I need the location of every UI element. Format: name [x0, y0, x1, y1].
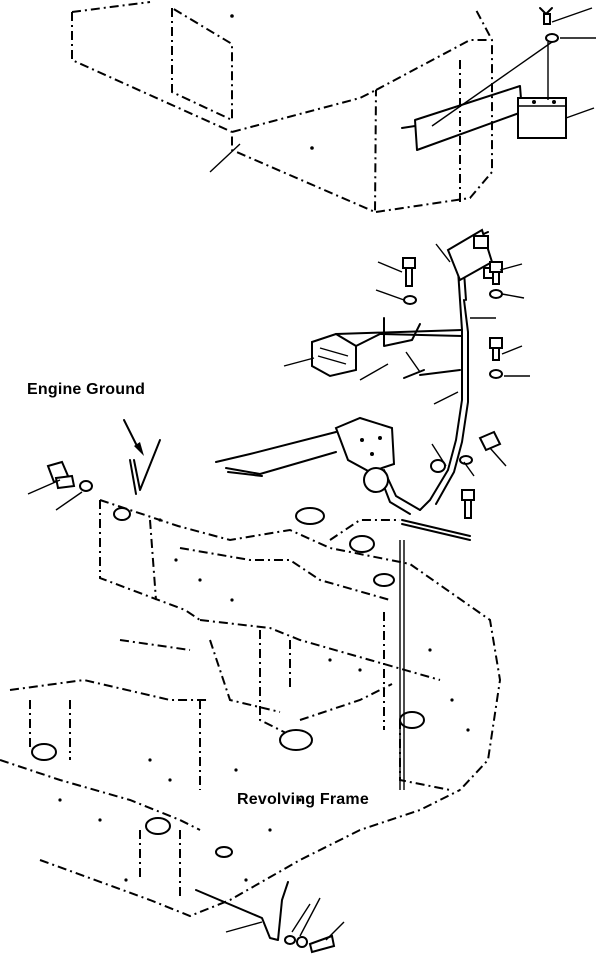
valve-assembly [334, 416, 446, 493]
bolt-icon [478, 430, 502, 452]
washer-icon [489, 289, 503, 299]
washer-icon [459, 455, 473, 465]
controller-module [311, 332, 357, 378]
bolt-icon [489, 261, 503, 285]
frame-bosses [31, 507, 425, 858]
revolving-frame-label: Revolving Frame [237, 791, 369, 808]
revolving-frame [0, 499, 502, 918]
washer-icon [545, 33, 559, 43]
leader-line [209, 143, 241, 173]
washer-icon [403, 295, 417, 305]
battery-box [517, 97, 567, 139]
bolt-icon [461, 489, 475, 519]
wing-nut-icon [539, 7, 553, 25]
washer-icon [79, 480, 93, 492]
engine-ground-label: Engine Ground [27, 381, 146, 398]
relay-switch [446, 228, 495, 282]
engine-hood [71, 1, 493, 214]
bracket-plate [401, 85, 523, 151]
frame-holes [58, 518, 470, 882]
ground-cable [195, 881, 336, 954]
bolt-icon [46, 460, 76, 490]
washer-icon [489, 369, 503, 379]
arrow-icon [134, 442, 144, 456]
bolt-icon [489, 337, 503, 361]
bolt-icon [402, 257, 416, 287]
